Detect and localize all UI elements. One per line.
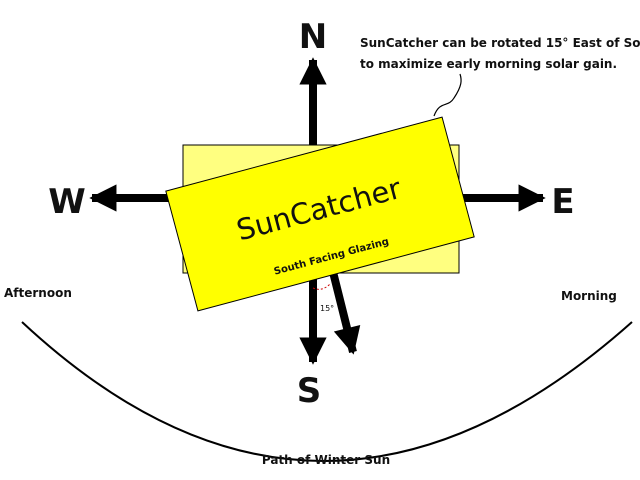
callout-line-1: SunCatcher can be rotated 15° East of So… bbox=[360, 36, 640, 50]
compass-east-label: E bbox=[551, 182, 574, 222]
morning-label: Morning bbox=[561, 289, 617, 303]
sun-path-label: Path of Winter Sun bbox=[262, 453, 390, 467]
compass-west-label: W bbox=[48, 182, 86, 222]
angle-arc bbox=[312, 283, 331, 290]
compass-south-label: S bbox=[297, 371, 322, 411]
compass-north-label: N bbox=[299, 17, 327, 57]
callout-leader-line bbox=[433, 73, 462, 117]
suncatcher-panel-body bbox=[165, 116, 475, 312]
winter-sun-path-arc bbox=[21, 321, 633, 462]
callout-line-2: to maximize early morning solar gain. bbox=[360, 57, 617, 71]
rotated-south-arrow bbox=[329, 271, 361, 355]
afternoon-label: Afternoon bbox=[4, 286, 72, 300]
angle-label: 15° bbox=[320, 304, 334, 313]
